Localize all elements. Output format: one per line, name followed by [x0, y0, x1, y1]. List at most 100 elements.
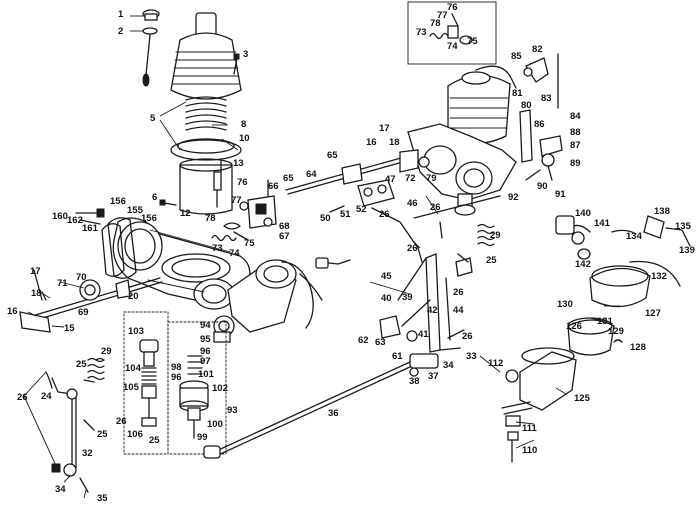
callout-label: 66: [268, 181, 279, 192]
callout-label: 32: [82, 448, 93, 459]
left-lower-linkage: [45, 357, 105, 493]
callout-label: 89: [570, 158, 581, 169]
callout-label: 86: [534, 119, 545, 130]
callout-label: 40: [381, 293, 392, 304]
jet-assembly-inset: [123, 311, 227, 455]
callout-label: 37: [428, 371, 439, 382]
callout-label: 75: [467, 36, 478, 47]
callout-label: 36: [328, 408, 339, 419]
callout-label: 70: [76, 272, 87, 283]
callout-label: 42: [427, 305, 438, 316]
callout-label: 25: [76, 359, 87, 370]
right-float-chamber: [501, 215, 691, 463]
callout-label: 73: [212, 243, 223, 254]
callout-label: 17: [379, 123, 390, 134]
callout-label: 83: [541, 93, 552, 104]
callout-label: 45: [381, 271, 392, 282]
callout-label: 139: [679, 245, 695, 256]
callout-label: 25: [486, 255, 497, 266]
right-carb-assembly: [285, 65, 517, 263]
callout-label: 68: [279, 221, 290, 232]
callout-label: 110: [522, 445, 538, 456]
callout-label: 16: [7, 306, 18, 317]
callout-label: 131: [597, 316, 613, 327]
callout-label: 101: [198, 369, 214, 380]
callout-label: 95: [200, 334, 211, 345]
callout-label: 65: [327, 150, 338, 161]
callout-label: 97: [200, 356, 211, 367]
callout-label: 26: [407, 243, 418, 254]
callout-label: 65: [283, 173, 294, 184]
callout-label: 104: [125, 363, 141, 374]
callout-label: 138: [654, 206, 670, 217]
callout-label: 18: [389, 137, 400, 148]
callout-label: 26: [116, 416, 127, 427]
callout-label: 100: [207, 419, 223, 430]
callout-label: 111: [522, 423, 537, 434]
callout-label: 1: [118, 9, 124, 20]
callout-label: 88: [570, 127, 581, 138]
callout-label: 50: [320, 213, 331, 224]
callout-label: 2: [118, 26, 124, 37]
callout-label: 91: [555, 189, 566, 200]
callout-label: 126: [566, 321, 582, 332]
callout-label: 26: [430, 202, 441, 213]
callout-label: 76: [447, 2, 458, 13]
callout-label: 26: [462, 331, 473, 342]
callout-label: 78: [430, 18, 441, 29]
callout-label: 34: [55, 484, 66, 495]
callout-label: 135: [675, 221, 691, 232]
callout-label: 78: [205, 213, 216, 224]
callout-label: 75: [244, 238, 255, 249]
callout-label: 80: [521, 100, 532, 111]
callout-label: 161: [82, 223, 98, 234]
callout-label: 96: [171, 372, 182, 383]
callout-label: 25: [97, 429, 108, 440]
callout-label: 106: [127, 429, 143, 440]
callout-label: 74: [447, 41, 458, 52]
callout-label: 102: [212, 383, 228, 394]
callout-label: 93: [227, 405, 238, 416]
callout-label: 62: [358, 335, 369, 346]
callout-label: 156: [110, 196, 126, 207]
callout-label: 69: [78, 307, 89, 318]
callout-label: 96: [200, 346, 211, 357]
left-carb-body: [19, 208, 251, 333]
callout-label: 26: [379, 209, 390, 220]
callout-label: 10: [239, 133, 250, 144]
callout-label: 18: [31, 288, 42, 299]
callout-label: 87: [570, 140, 581, 151]
callout-label: 47: [385, 174, 396, 185]
callout-label: 85: [511, 51, 522, 62]
callout-label: 125: [574, 393, 590, 404]
callout-label: 160: [52, 211, 68, 222]
left-dashpot-assembly: [142, 9, 242, 215]
callout-label: 26: [453, 287, 464, 298]
callout-label: 34: [443, 360, 454, 371]
callout-label: 8: [241, 119, 247, 130]
callout-label: 51: [340, 209, 351, 220]
callout-label: 6: [152, 192, 158, 203]
callout-label: 98: [171, 362, 182, 373]
callout-label: 129: [608, 326, 624, 337]
callout-label: 73: [416, 27, 427, 38]
left-choke-linkage: [211, 179, 277, 242]
callout-label: 29: [490, 230, 501, 241]
callout-label: 26: [17, 392, 28, 403]
callout-label: 79: [426, 173, 437, 184]
callout-label: 142: [575, 259, 591, 270]
central-throttle-linkage: [315, 221, 495, 353]
callout-label: 15: [64, 323, 75, 334]
callout-label: 61: [392, 351, 403, 362]
callout-label: 134: [626, 231, 642, 242]
callout-label: 128: [630, 342, 646, 353]
callout-label: 103: [128, 326, 144, 337]
callout-label: 44: [453, 305, 464, 316]
callout-label: 17: [30, 266, 41, 277]
callout-label: 16: [366, 137, 377, 148]
long-link-rod: [203, 347, 461, 459]
callout-label: 67: [279, 231, 290, 242]
callout-label: 81: [512, 88, 523, 99]
